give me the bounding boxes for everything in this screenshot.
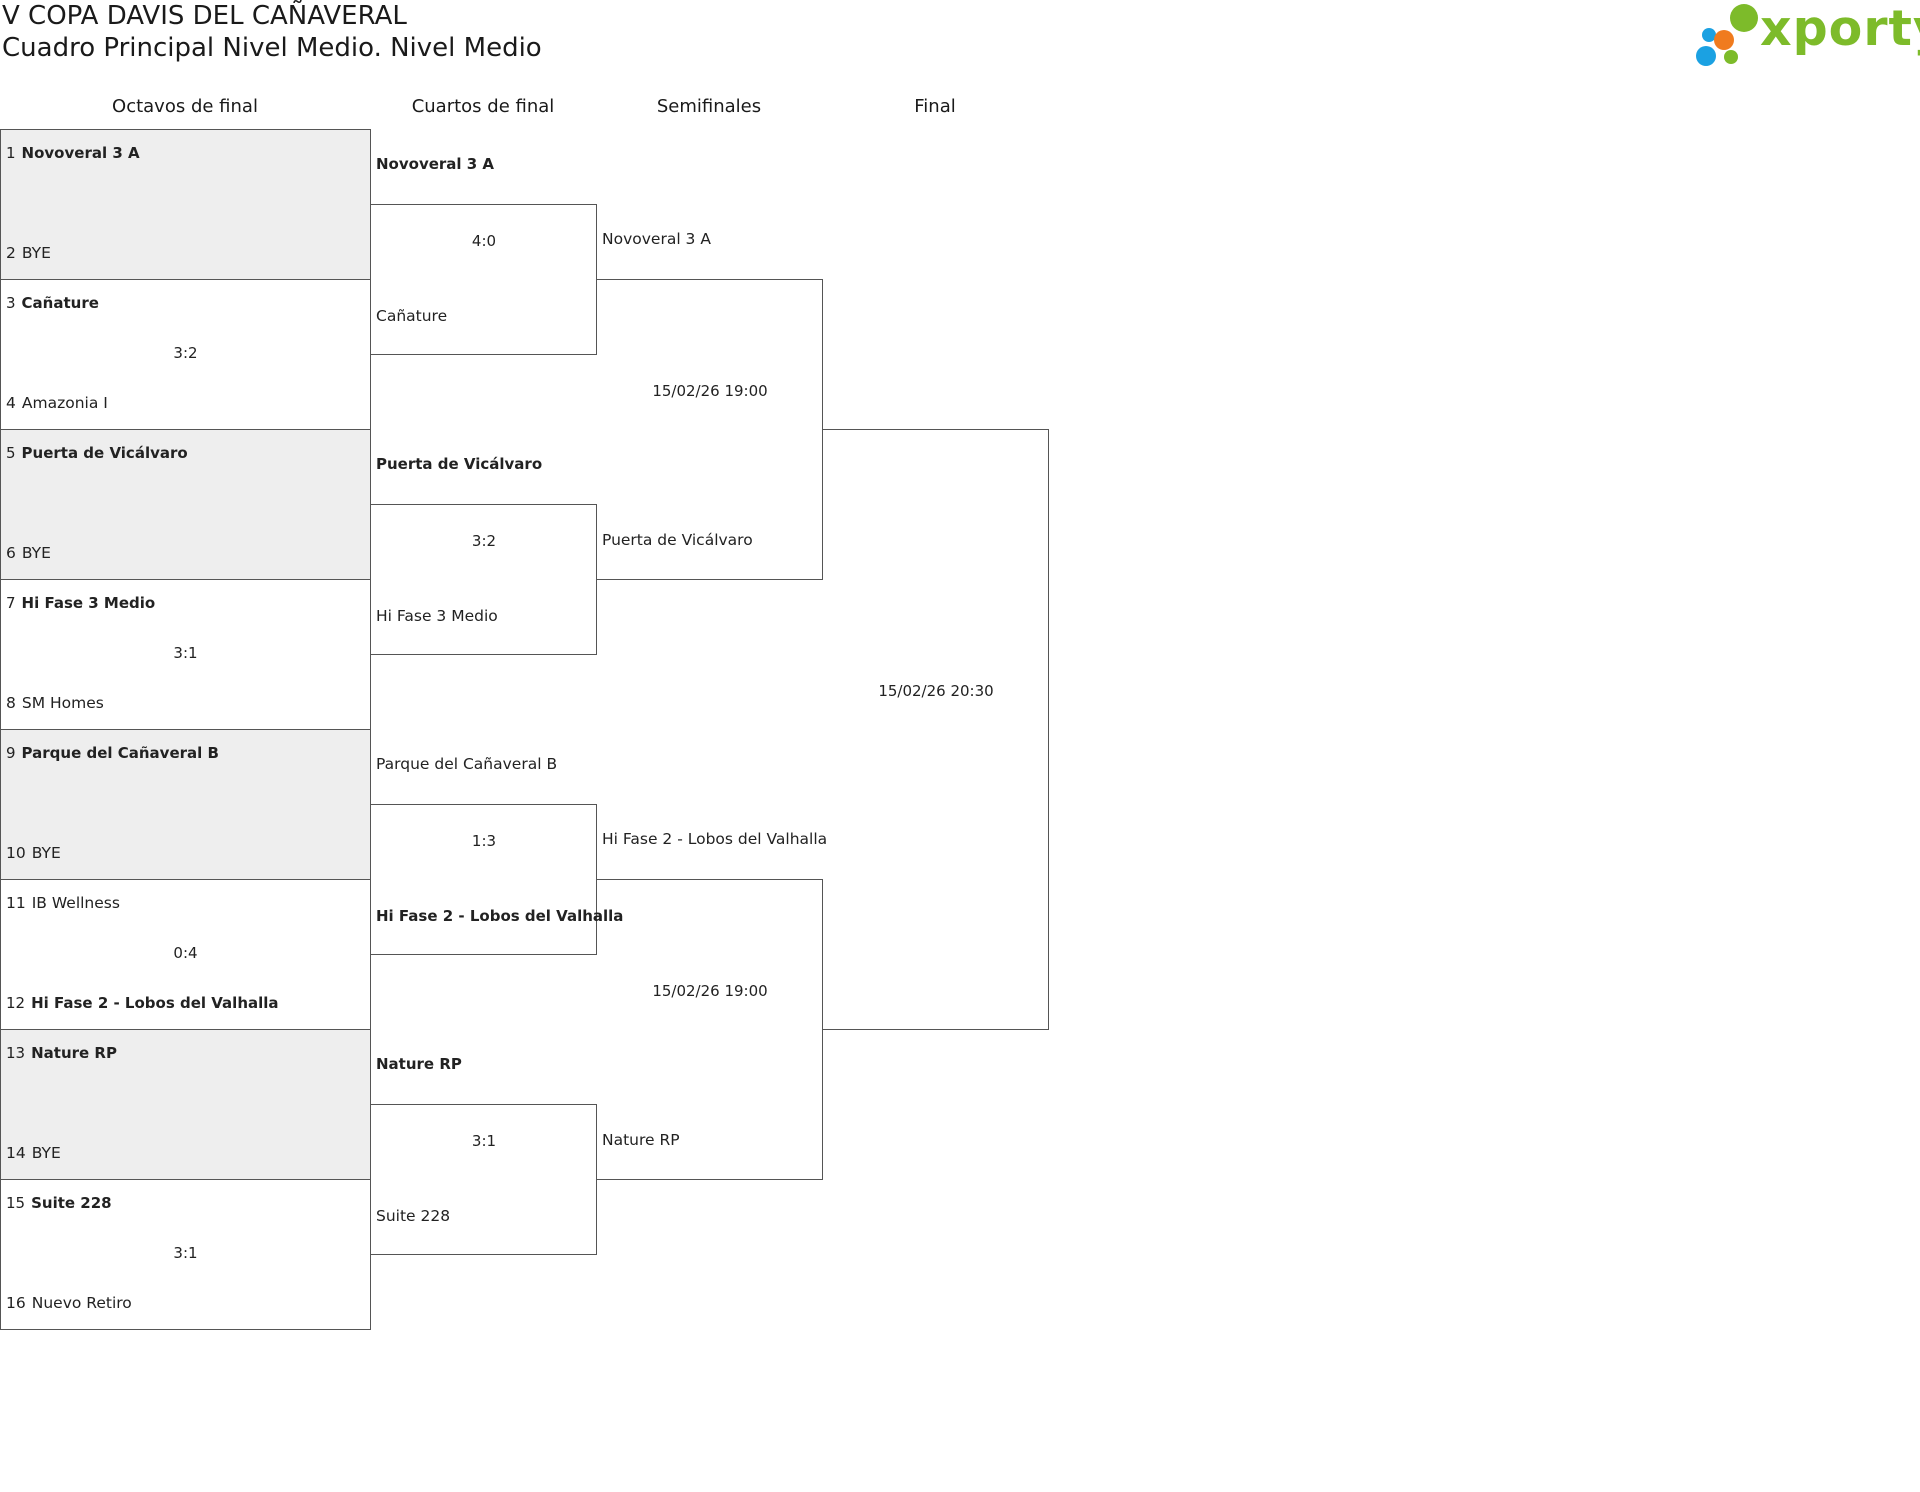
team-top: Hi Fase 2 - Lobos del Valhalla <box>602 830 828 848</box>
team-top: 11 IB Wellness <box>6 894 120 912</box>
round-header-cuartos: Cuartos de final <box>411 96 555 117</box>
seed-number: 9 <box>6 744 16 762</box>
team-name: BYE <box>21 544 51 562</box>
team-bottom: Nature RP <box>602 1131 680 1149</box>
logo-wordmark: xporty <box>1760 0 1920 57</box>
semifinal-bracket <box>597 279 823 580</box>
match-score: 3:2 <box>173 344 198 362</box>
logo-dot-green-small <box>1724 50 1738 64</box>
seed-number: 16 <box>6 1294 26 1312</box>
match-box[interactable] <box>0 1179 371 1330</box>
round-header-final: Final <box>914 96 956 117</box>
team-top: 7 Hi Fase 3 Medio <box>6 594 155 612</box>
team-name: Nuevo Retiro <box>31 1294 132 1312</box>
team-top: 15 Suite 228 <box>6 1194 112 1212</box>
team-name: Nature RP <box>31 1044 117 1062</box>
seed-number: 7 <box>6 594 16 612</box>
match-score: 1:3 <box>471 832 497 850</box>
team-top: 1 Novoveral 3 A <box>6 144 140 162</box>
team-bottom: 16 Nuevo Retiro <box>6 1294 132 1312</box>
match-box[interactable] <box>0 729 371 880</box>
team-top: Nature RP <box>376 1055 462 1073</box>
logo-dot-blue-top <box>1702 28 1716 42</box>
round-header-octavos: Octavos de final <box>112 96 258 117</box>
seed-number: 6 <box>6 544 16 562</box>
seed-number: 8 <box>6 694 16 712</box>
team-top: 5 Puerta de Vicálvaro <box>6 444 188 462</box>
team-top: Novoveral 3 A <box>376 155 495 173</box>
seed-number: 15 <box>6 1194 26 1212</box>
seed-number: 10 <box>6 844 26 862</box>
match-score: 3:2 <box>471 532 497 550</box>
team-bottom: Hi Fase 2 - Lobos del Valhalla <box>376 907 624 925</box>
team-bottom: 2 BYE <box>6 244 51 262</box>
team-name: SM Homes <box>21 694 104 712</box>
semifinal-bracket <box>597 879 823 1180</box>
team-bottom: 12 Hi Fase 2 - Lobos del Valhalla <box>6 994 279 1012</box>
team-bottom: 8 SM Homes <box>6 694 104 712</box>
draw-subtitle: Cuadro Principal Nivel Medio. Nivel Medi… <box>2 33 542 63</box>
team-bottom: 10 BYE <box>6 844 61 862</box>
team-name: Cañature <box>21 294 99 312</box>
team-name: BYE <box>31 844 61 862</box>
match-datetime: 15/02/26 19:00 <box>652 982 768 1000</box>
seed-number: 3 <box>6 294 16 312</box>
team-bottom: Suite 228 <box>376 1207 451 1225</box>
seed-number: 2 <box>6 244 16 262</box>
seed-number: 13 <box>6 1044 26 1062</box>
match-box[interactable] <box>0 429 371 580</box>
team-top: 9 Parque del Cañaveral B <box>6 744 219 762</box>
seed-number: 4 <box>6 394 16 412</box>
team-bottom: 6 BYE <box>6 544 51 562</box>
logo-dot-blue-bottom <box>1696 46 1716 66</box>
team-bottom: 14 BYE <box>6 1144 61 1162</box>
team-name: Hi Fase 3 Medio <box>21 594 156 612</box>
final-bracket <box>823 429 1049 1030</box>
team-top: Parque del Cañaveral B <box>376 755 558 773</box>
seed-number: 5 <box>6 444 16 462</box>
match-score: 3:1 <box>471 1132 497 1150</box>
team-name: BYE <box>21 244 51 262</box>
team-name: Parque del Cañaveral B <box>21 744 219 762</box>
match-score: 0:4 <box>173 944 198 962</box>
xporty-logo[interactable]: xporty <box>1696 0 1920 68</box>
seed-number: 12 <box>6 994 26 1012</box>
team-name: Suite 228 <box>31 1194 112 1212</box>
logo-dot-green <box>1730 4 1758 32</box>
team-bottom: 4 Amazonia I <box>6 394 108 412</box>
seed-number: 1 <box>6 144 16 162</box>
match-datetime: 15/02/26 19:00 <box>652 382 768 400</box>
team-name: IB Wellness <box>31 894 120 912</box>
team-name: Novoveral 3 A <box>21 144 140 162</box>
team-name: Hi Fase 2 - Lobos del Valhalla <box>31 994 279 1012</box>
team-name: BYE <box>31 1144 61 1162</box>
team-bottom: Cañature <box>376 307 448 325</box>
match-box[interactable] <box>0 1029 371 1180</box>
team-bottom: Puerta de Vicálvaro <box>602 531 753 549</box>
quarterfinal-bracket <box>371 1104 597 1255</box>
team-top: Novoveral 3 A <box>602 230 711 248</box>
seed-number: 11 <box>6 894 26 912</box>
quarterfinal-bracket <box>371 504 597 655</box>
logo-dot-orange <box>1714 30 1734 50</box>
match-box[interactable] <box>0 129 371 280</box>
team-name: Amazonia I <box>21 394 108 412</box>
quarterfinal-bracket <box>371 804 597 955</box>
quarterfinal-bracket <box>371 204 597 355</box>
tournament-title: V COPA DAVIS DEL CAÑAVERAL <box>2 1 407 31</box>
seed-number: 14 <box>6 1144 26 1162</box>
round-header-semifinales: Semifinales <box>656 96 762 117</box>
match-score: 3:1 <box>173 1244 198 1262</box>
match-score: 4:0 <box>471 232 497 250</box>
team-name: Puerta de Vicálvaro <box>21 444 188 462</box>
team-top: 3 Cañature <box>6 294 99 312</box>
team-top: 13 Nature RP <box>6 1044 117 1062</box>
team-top: Puerta de Vicálvaro <box>376 455 543 473</box>
final-datetime: 15/02/26 20:30 <box>878 682 994 700</box>
team-bottom: Hi Fase 3 Medio <box>376 607 498 625</box>
match-score: 3:1 <box>173 644 198 662</box>
